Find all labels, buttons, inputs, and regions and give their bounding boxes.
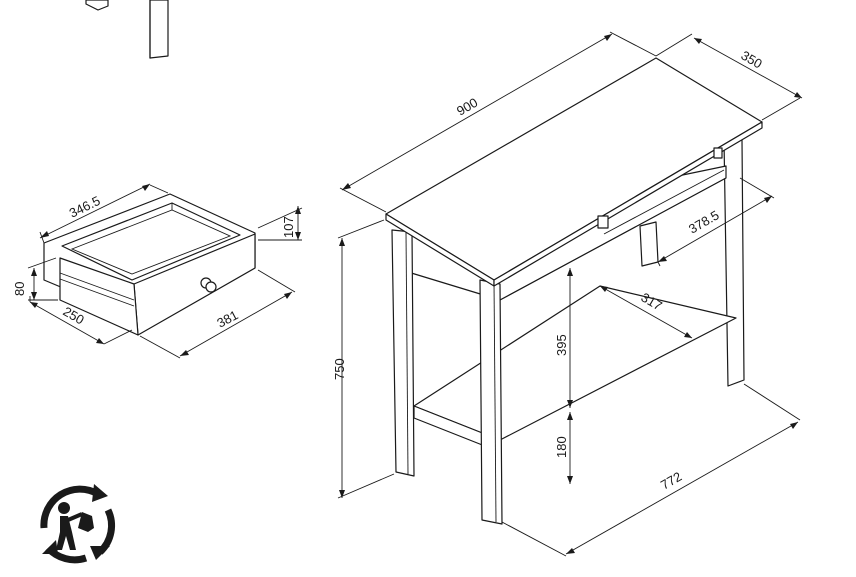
drawer-opening — [61, 202, 241, 281]
dim-label: 381 — [214, 307, 240, 330]
dim-label: 180 — [554, 436, 569, 458]
leg-front-right — [479, 279, 503, 525]
leg-front-left — [391, 229, 415, 477]
dim-label: 350 — [739, 48, 765, 72]
dim-table-height: 750 — [332, 219, 395, 499]
dim-label: 80 — [12, 282, 27, 296]
dim-upper-gap: 395 — [554, 268, 573, 408]
table-illustration: 900 350 750 378.5 — [332, 31, 803, 557]
dim-label: 395 — [554, 334, 569, 356]
dim-drawer-front-height: 107 — [257, 206, 303, 241]
dim-label: 378.5 — [686, 207, 722, 236]
drawer-handle-icon — [597, 147, 723, 229]
dim-label: 750 — [332, 358, 347, 380]
dim-label: 107 — [281, 216, 296, 238]
triman-recycling-icon — [40, 484, 115, 564]
leg-back-right — [723, 139, 745, 387]
drawer-illustration: 346.5 107 80 250 — [12, 183, 303, 359]
leg-fragment — [85, 0, 169, 59]
dim-label: 900 — [454, 95, 480, 119]
dim-drawer-side-height: 80 — [12, 257, 58, 301]
lower-shelf — [413, 285, 737, 441]
drawer-knob-icon — [200, 277, 217, 293]
dim-lower-gap: 180 — [554, 412, 573, 484]
leg-back-left — [639, 221, 659, 267]
dim-drawer-depth-outer: 381 — [139, 269, 296, 359]
